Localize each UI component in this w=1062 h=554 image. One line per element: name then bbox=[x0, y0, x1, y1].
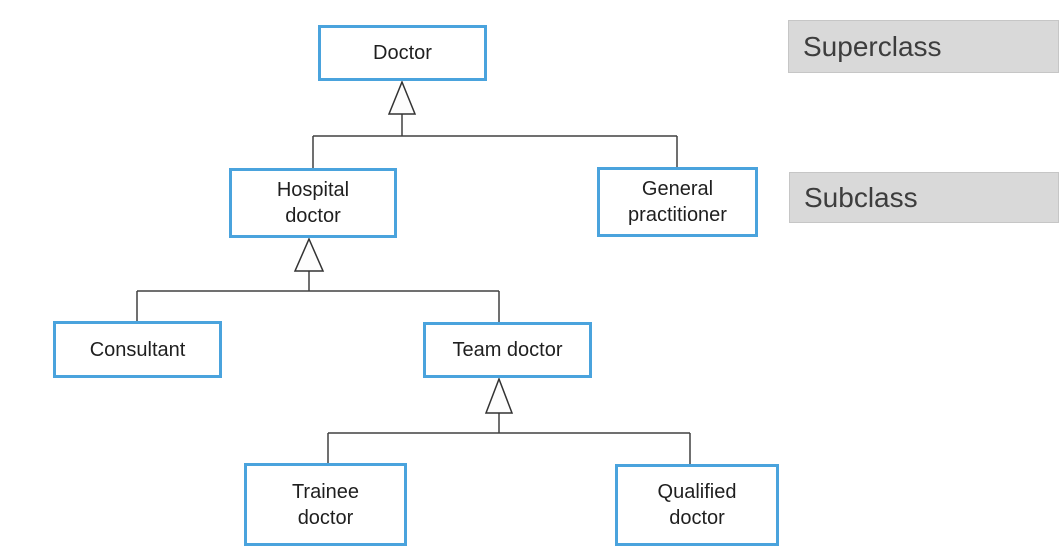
inheritance-arrow-team-doctor-icon bbox=[484, 376, 514, 414]
inheritance-connector-to-team-doctor bbox=[327, 413, 691, 464]
class-node-trainee-doctor: Trainee doctor bbox=[244, 463, 407, 546]
inheritance-connector-to-doctor bbox=[312, 114, 678, 168]
inheritance-connector-to-hospital-doctor bbox=[136, 271, 500, 322]
class-node-hospital-doctor: Hospital doctor bbox=[229, 168, 397, 238]
class-node-qualified-doctor: Qualified doctor bbox=[615, 464, 779, 546]
legend-superclass: Superclass bbox=[788, 20, 1059, 73]
class-node-general-practitioner: General practitioner bbox=[597, 167, 758, 237]
class-node-doctor: Doctor bbox=[318, 25, 487, 81]
inheritance-arrow-hospital-doctor-icon bbox=[293, 237, 325, 272]
class-node-consultant: Consultant bbox=[53, 321, 222, 378]
class-node-team-doctor: Team doctor bbox=[423, 322, 592, 378]
inheritance-arrow-doctor-icon bbox=[387, 80, 417, 115]
legend-subclass: Subclass bbox=[789, 172, 1059, 223]
